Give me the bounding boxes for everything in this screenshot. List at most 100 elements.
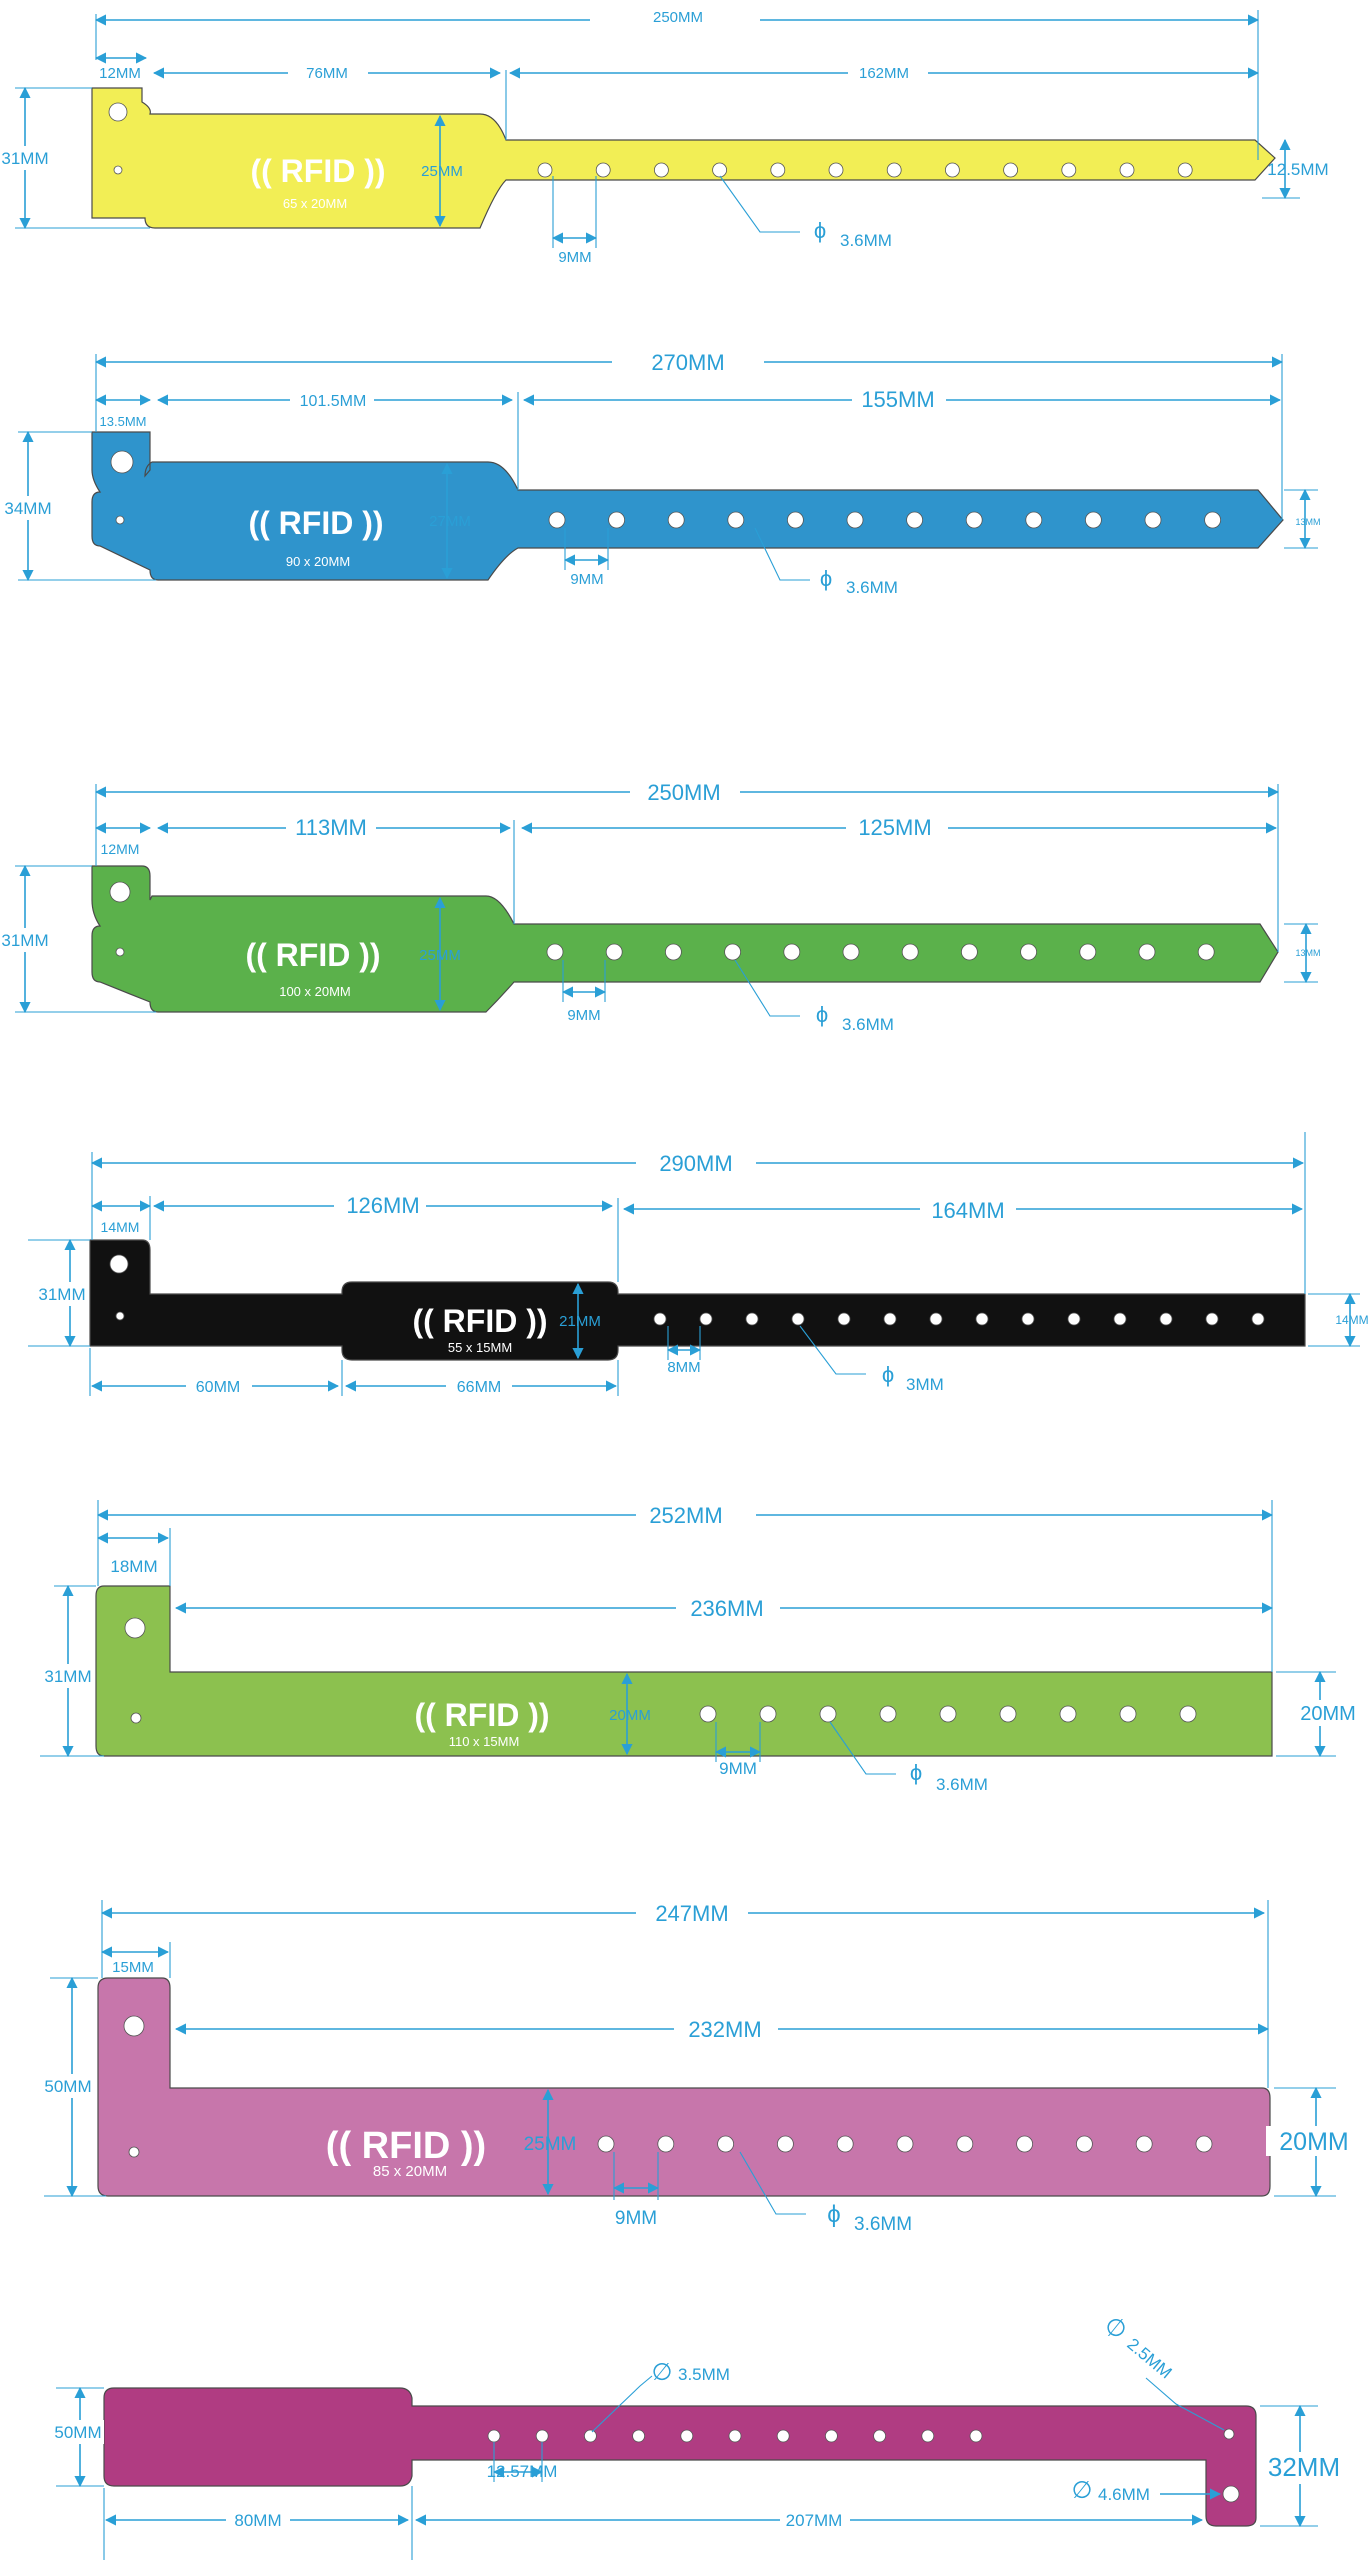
rfid-size-label: 100 x 20MM	[279, 984, 351, 999]
dim-hole-diameter: 3.6MM	[936, 1775, 988, 1794]
dim-height: 31MM	[38, 1285, 85, 1304]
strap-hole	[1079, 943, 1097, 961]
dim-hole-diameter: 3.6MM	[842, 1015, 894, 1034]
band-pink-group: (( RFID )) 85 x 20MM 247MM 15MM 232MM 50…	[40, 1898, 1366, 2235]
dim-overall: 247MM	[655, 1901, 728, 1926]
strap-hole	[1076, 2135, 1093, 2153]
strap-hole	[1144, 511, 1162, 529]
strap-hole	[828, 162, 844, 178]
band-magenta-group: 50MM 32MM 80MM 207MM 12.57MM ∅ 3.5MM ∅ 2…	[50, 2315, 1354, 2560]
strap-hole	[1021, 1312, 1035, 1326]
dim-head-height: 20MM	[609, 1707, 651, 1724]
dim-tab: 14MM	[101, 1219, 140, 1235]
strap-hole	[1059, 1705, 1077, 1723]
hole-small	[1223, 2428, 1235, 2440]
strap-hole	[1251, 1312, 1265, 1326]
strap-hole	[975, 1312, 989, 1326]
dim-strap-height: 13MM	[1295, 948, 1320, 958]
strap-hole	[879, 1705, 897, 1723]
dim-hole-diameter: 3.6MM	[840, 231, 892, 250]
dim-height: 31MM	[44, 1667, 91, 1686]
dim-tab: 12MM	[99, 65, 141, 82]
dim-overall: 250MM	[647, 780, 720, 805]
rfid-logo: (( RFID ))	[248, 505, 383, 541]
dim-hole-spacing: 9MM	[558, 249, 591, 266]
rfid-logo: (( RFID ))	[414, 1697, 549, 1733]
tab-hole	[124, 1617, 146, 1639]
strap-hole	[605, 943, 623, 961]
band-green-shape	[91, 865, 1279, 1013]
strap-hole	[901, 943, 919, 961]
band-black-holes	[653, 1312, 1265, 1326]
band-lime-group: (( RFID )) 110 x 15MM 252MM 18MM 236MM 3…	[40, 1500, 1368, 1794]
dim-height: 50MM	[44, 2077, 91, 2096]
dim-strap: 207MM	[786, 2511, 843, 2530]
strap-hole	[896, 2135, 914, 2153]
diameter-symbol-icon: ϕ	[814, 218, 826, 243]
strap-hole	[945, 162, 960, 178]
dim-head: 126MM	[346, 1193, 419, 1218]
strap-hole	[1204, 511, 1221, 529]
dim-hole-diameter: 3MM	[906, 1375, 944, 1394]
dim-strap-height: 14MM	[1335, 1313, 1368, 1327]
rfid-size-label: 90 x 20MM	[286, 554, 350, 569]
strap-hole	[717, 2135, 734, 2153]
rfid-size-label: 55 x 15MM	[448, 1340, 512, 1355]
tab-hole	[123, 2015, 145, 2037]
tab-hole-small	[115, 515, 125, 525]
strap-hole	[961, 943, 978, 961]
hole-large	[1222, 2485, 1240, 2503]
rfid-logo: (( RFID ))	[245, 937, 380, 973]
band-green-group: (( RFID )) 100 x 20MM 250MM 12MM 113MM 1…	[0, 778, 1321, 1034]
strap-hole	[487, 2429, 501, 2443]
dim-hole-spacing: 9MM	[567, 1007, 600, 1024]
strap-hole	[999, 1705, 1017, 1723]
strap-hole	[929, 1312, 943, 1326]
strap-hole	[537, 162, 553, 178]
tab-hole-small	[115, 947, 125, 957]
tab-hole	[108, 102, 128, 122]
diameter-symbol-icon: ϕ	[816, 1002, 828, 1027]
strap-hole	[791, 1312, 805, 1326]
diameter-symbol-icon: ∅	[1106, 2315, 1127, 2342]
strap-hole	[584, 2429, 597, 2443]
band-magenta-shape	[103, 2387, 1257, 2527]
diameter-symbol-icon: ϕ	[882, 1362, 894, 1387]
diameter-symbol-icon: ∅	[652, 2359, 673, 2386]
strap-hole	[965, 511, 983, 529]
dim-head: 113MM	[295, 815, 367, 840]
strap-hole	[825, 2429, 838, 2443]
band-black-group: (( RFID )) 55 x 15MM 290MM 14MM 126MM 16…	[28, 1132, 1369, 1398]
dim-strap-height: 20MM	[1300, 1703, 1356, 1725]
strap-hole	[632, 2429, 645, 2443]
strap-hole	[535, 2429, 549, 2443]
strap-hole	[1179, 1705, 1197, 1723]
strap-hole	[653, 1312, 667, 1326]
dim-height: 31MM	[1, 149, 48, 168]
dim-strap-height: 13MM	[1295, 517, 1320, 527]
dim-strap: 162MM	[859, 65, 909, 82]
band-green-holes	[546, 943, 1215, 961]
dim-bottom-left: 60MM	[196, 1379, 240, 1396]
strap-hole	[1003, 162, 1018, 178]
dim-overall: 250MM	[653, 9, 703, 26]
dim-hole-spacing: 8MM	[667, 1359, 700, 1376]
dim-overall: 290MM	[659, 1151, 732, 1176]
diameter-symbol-icon: ϕ	[910, 1760, 922, 1785]
strap-hole	[846, 511, 864, 529]
strap-hole	[1135, 2135, 1153, 2153]
dim-hole-diameter-large: 4.6MM	[1098, 2485, 1150, 2504]
strap-hole	[906, 511, 923, 529]
dim-strap: 232MM	[688, 2017, 761, 2042]
dim-tab: 12MM	[101, 841, 140, 857]
strap-hole	[712, 162, 727, 178]
dim-head-height: 25MM	[421, 163, 463, 180]
strap-hole	[699, 1312, 713, 1326]
strap-hole	[654, 162, 669, 178]
strap-hole	[1197, 943, 1215, 961]
band-yellow-shape	[91, 87, 1276, 229]
strap-hole	[837, 1312, 851, 1326]
dim-tab: 18MM	[110, 1557, 157, 1576]
strap-hole	[956, 2135, 974, 2153]
